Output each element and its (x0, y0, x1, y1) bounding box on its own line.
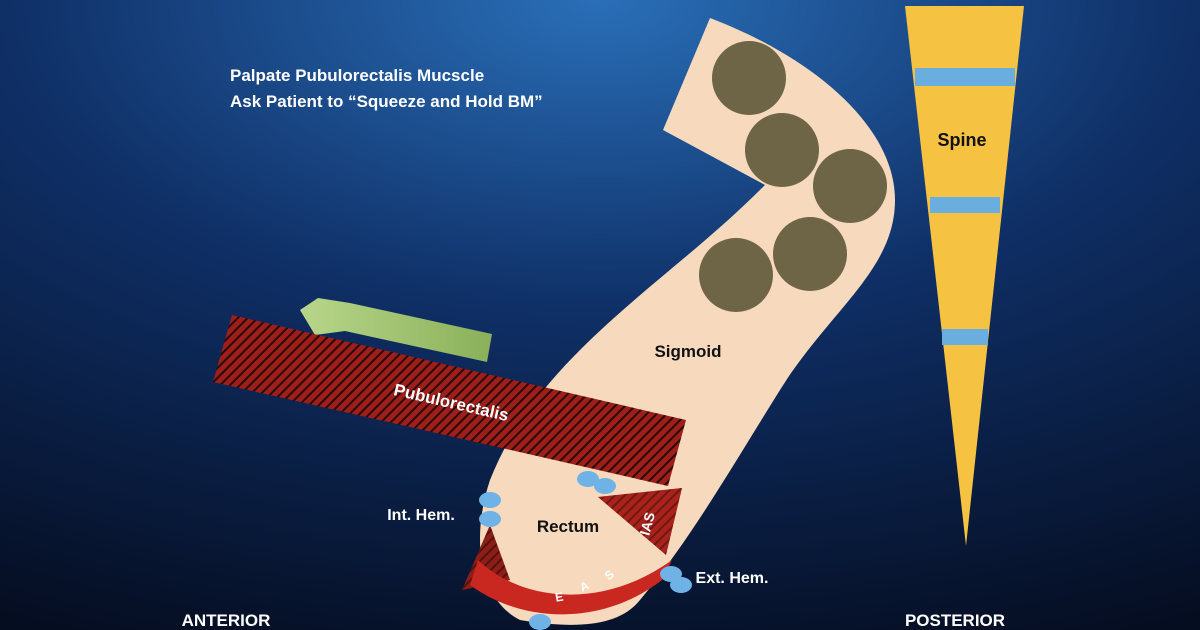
spine-disc (915, 68, 1015, 86)
int-hem-label: Int. Hem. (387, 507, 455, 524)
ias-label: IAS (636, 510, 657, 537)
stool-ball (699, 238, 773, 312)
eas-muscle (470, 560, 672, 615)
ext-hem-label: Ext. Hem. (696, 570, 769, 587)
ext-hem-blob (670, 577, 692, 593)
int-hem-blob (479, 492, 501, 508)
instruction-line-2: Ask Patient to “Squeeze and Hold BM” (230, 92, 543, 111)
spine-disc (930, 197, 1000, 213)
rectum-label: Rectum (537, 517, 599, 536)
pubulorectalis-muscle (213, 315, 686, 486)
hem-blob (594, 478, 616, 494)
spine-disc (942, 329, 988, 345)
posterior-label: POSTERIOR (905, 611, 1005, 630)
instruction-line-1: Palpate Pubulorectalis Mucscle (230, 66, 485, 85)
spine (905, 6, 1024, 546)
stool-ball (813, 149, 887, 223)
int-hem-blob (479, 511, 501, 527)
stool-ball (773, 217, 847, 291)
sigmoid-label: Sigmoid (654, 342, 721, 361)
ias-hatch (598, 488, 682, 555)
instructions: Palpate Pubulorectalis Mucscle Ask Patie… (230, 63, 543, 115)
hem-blob (529, 614, 551, 630)
spine-label: Spine (937, 130, 986, 150)
stool-ball (712, 41, 786, 115)
hem-blob (577, 471, 599, 487)
anterior-label: ANTERIOR (182, 611, 271, 630)
stool-ball (745, 113, 819, 187)
pull-arrow (300, 298, 492, 362)
eas-letter-e: E (554, 589, 564, 604)
